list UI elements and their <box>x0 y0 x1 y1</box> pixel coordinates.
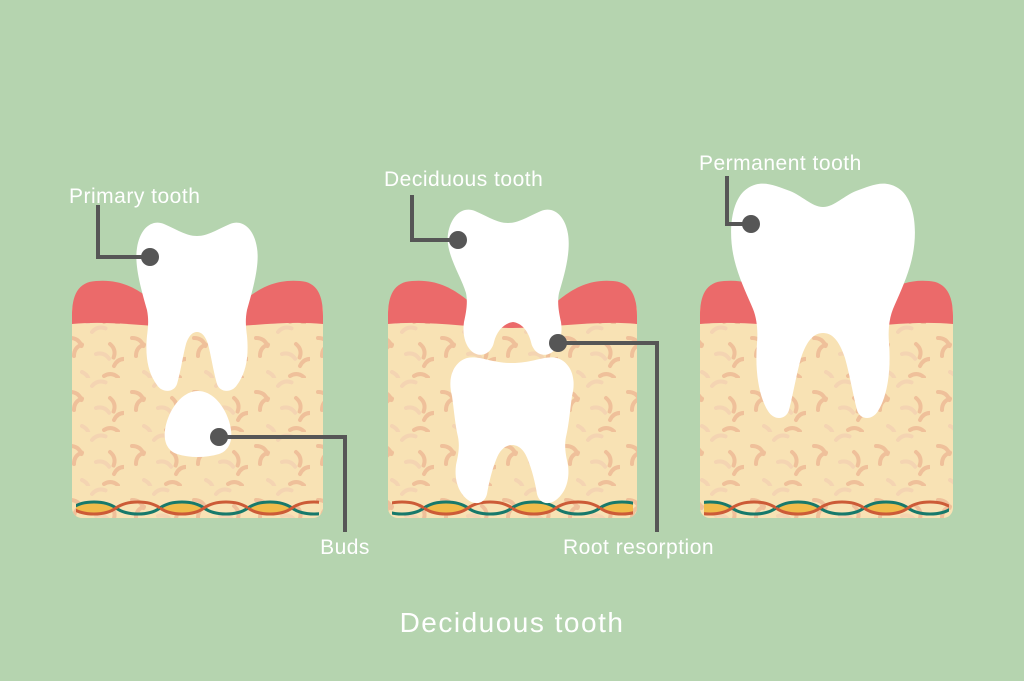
primary-tooth-pointer-dot <box>141 248 159 266</box>
primary-tooth-shape <box>136 222 258 391</box>
deciduous-tooth-label: Deciduous tooth <box>384 168 544 191</box>
panel-permanent-tooth <box>700 176 953 518</box>
permanent-tooth-label: Permanent tooth <box>699 152 862 175</box>
vessel-line <box>704 499 949 517</box>
root-resorption-pointer-line <box>566 341 659 532</box>
buds-pointer-line <box>227 435 347 532</box>
deciduous-tooth-pointer-dot <box>449 231 467 249</box>
vessel-line <box>76 499 319 517</box>
vessel-line <box>392 499 633 517</box>
panel-deciduous-tooth <box>388 195 659 532</box>
buds-label: Buds <box>320 536 370 559</box>
erupting-permanent-tooth-shape <box>450 357 574 504</box>
permanent-tooth-pointer-line <box>725 176 744 226</box>
deciduous-tooth-shape <box>447 209 569 355</box>
root-resorption-pointer-dot <box>549 334 567 352</box>
permanent-tooth-pointer-dot <box>742 215 760 233</box>
buds-pointer-dot <box>210 428 228 446</box>
panel-primary-tooth <box>72 205 347 532</box>
gum <box>388 280 637 328</box>
gum <box>72 280 323 328</box>
primary-tooth-label: Primary tooth <box>69 185 201 208</box>
deciduous-tooth-pointer-line <box>410 195 452 242</box>
diagram-caption: Deciduous tooth <box>399 607 625 638</box>
permanent-tooth-shape <box>731 183 915 419</box>
primary-tooth-pointer-line <box>96 205 146 259</box>
root-resorption-label: Root resorption <box>563 536 715 559</box>
